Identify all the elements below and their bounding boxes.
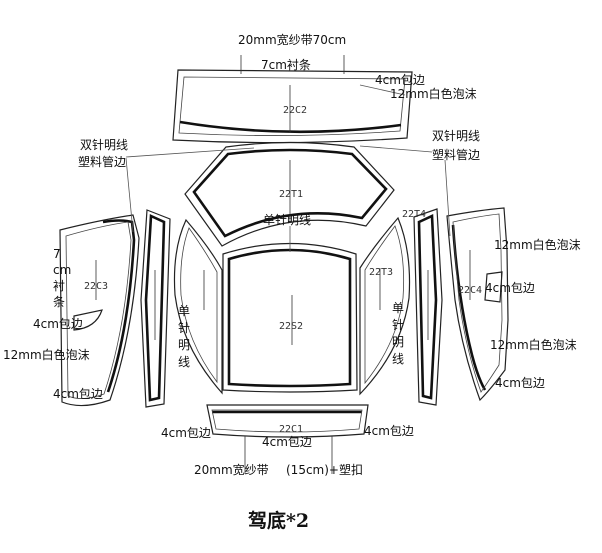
label-left-lining-4: 条 bbox=[53, 295, 65, 309]
label-right-edge-1: 4cm包边 bbox=[485, 281, 535, 295]
piece-code-22c4: 22C4 bbox=[458, 285, 482, 296]
label-left-plastic-piping: 塑料管边 bbox=[78, 154, 126, 169]
label-bottom-edge-left: 4cm包边 bbox=[161, 426, 211, 440]
piece-left-strip bbox=[140, 209, 171, 408]
piece-22s2: 22S2 bbox=[222, 242, 358, 393]
piece-code-22c1: 22C1 bbox=[279, 424, 303, 435]
piece-22t1: 22T1 bbox=[184, 141, 395, 247]
label-left-lining-1: 7 bbox=[53, 247, 61, 261]
label-right-single-1: 单 bbox=[392, 301, 404, 315]
label-right-double-stitch: 双针明线 bbox=[432, 128, 480, 143]
piece-code-22t4: 22T4 bbox=[402, 209, 426, 220]
piece-code-22c3: 22C3 bbox=[84, 281, 108, 292]
label-center-single-stitch: 单针明线 bbox=[263, 212, 311, 227]
label-left-edge-1: 4cm包边 bbox=[33, 317, 83, 331]
piece-code-22t1: 22T1 bbox=[279, 189, 303, 200]
piece-code-22s2: 22S2 bbox=[279, 321, 303, 332]
piece-22t4: 22T4 bbox=[402, 208, 443, 406]
leader-lines bbox=[125, 84, 451, 252]
label-left-lining-2: cm bbox=[53, 263, 71, 277]
label-bottom-edge-right: 4cm包边 bbox=[364, 424, 414, 438]
label-left-double-stitch: 双针明线 bbox=[80, 137, 128, 152]
label-bottom-tape: 20mm宽纱带 bbox=[194, 462, 269, 477]
piece-code-22c2: 22C2 bbox=[283, 105, 307, 116]
label-top-foam: 12mm白色泡沫 bbox=[390, 86, 477, 101]
annotations: 20mm宽纱带70cm 7cm衬条 4cm包边 12mm白色泡沫 双针明线 塑料… bbox=[3, 32, 581, 532]
label-left-edge-2: 4cm包边 bbox=[53, 387, 103, 401]
label-right-foam-1: 12mm白色泡沫 bbox=[494, 237, 581, 252]
label-top-lining: 7cm衬条 bbox=[261, 58, 311, 72]
label-left-single-1: 单 bbox=[178, 304, 190, 318]
label-left-lining-3: 衬 bbox=[53, 279, 65, 293]
label-left-foam: 12mm白色泡沫 bbox=[3, 347, 90, 362]
label-top-edge: 4cm包边 bbox=[375, 73, 425, 87]
label-left-single-3: 明 bbox=[178, 338, 190, 352]
piece-code-22t3: 22T3 bbox=[369, 267, 393, 278]
label-bottom-buckle: (15cm)+塑扣 bbox=[286, 462, 363, 477]
label-top-tape: 20mm宽纱带70cm bbox=[238, 32, 346, 47]
label-bottom-edge-mid: 4cm包边 bbox=[262, 435, 312, 449]
label-right-plastic-piping: 塑料管边 bbox=[432, 147, 480, 162]
piece-left-inner bbox=[173, 218, 223, 395]
piece-22t3: 22T3 bbox=[359, 216, 411, 396]
label-right-foam-2: 12mm白色泡沫 bbox=[490, 337, 577, 352]
diagram-title: 驾底*2 bbox=[248, 509, 309, 532]
label-left-single-4: 线 bbox=[178, 355, 190, 369]
label-right-single-2: 针 bbox=[392, 317, 404, 332]
piece-22c1: 22C1 bbox=[206, 404, 369, 474]
piece-22c3: 22C3 bbox=[59, 214, 140, 407]
label-right-single-3: 明 bbox=[392, 335, 404, 349]
label-right-single-4: 线 bbox=[392, 352, 404, 366]
label-left-single-2: 针 bbox=[178, 320, 190, 335]
label-right-edge-2: 4cm包边 bbox=[495, 376, 545, 390]
piece-22c4: 22C4 bbox=[446, 207, 509, 402]
